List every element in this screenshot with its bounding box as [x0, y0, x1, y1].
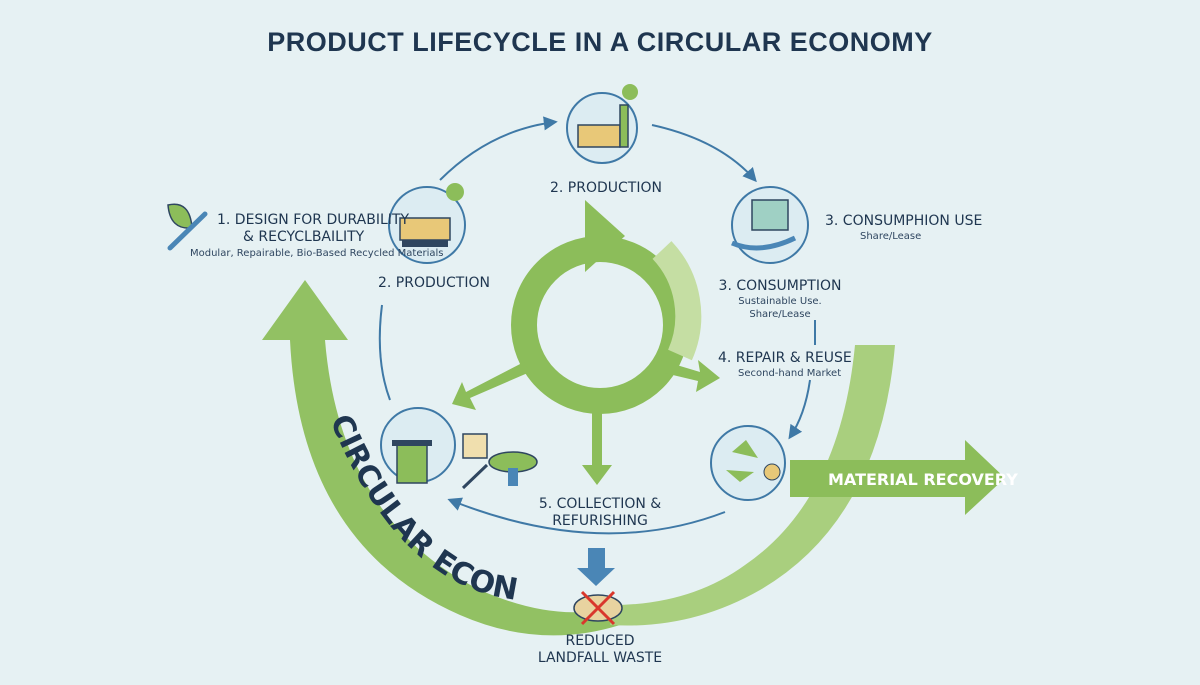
collection-label-line2: REFURISHING — [552, 513, 648, 529]
cycle-arrow-repair-to-recycle — [788, 379, 811, 440]
consumption-label: 3. CONSUMPTION — [718, 278, 842, 294]
cycle-arrow-design-to-production — [439, 116, 558, 181]
page-title: PRODUCT LIFECYCLE IN A CIRCULAR ECONOMY — [267, 27, 933, 57]
repair-sub: Second-hand Market — [738, 368, 842, 379]
repair-label: 4. REPAIR & REUSE — [718, 350, 852, 366]
trash-bin-icon — [380, 407, 456, 484]
landfill-label-line2: LANDFALL WASTE — [537, 650, 663, 666]
spoke-left — [452, 362, 530, 410]
collection-label-line1: 5. COLLECTION & — [538, 496, 662, 512]
leaf-wrench-icon — [167, 203, 208, 251]
circular-economy-curved-text: CIRCULAR ECONOMY — [0, 0, 521, 608]
center-ring-top-arrowhead — [585, 200, 625, 272]
production-left-label: 2. PRODUCTION — [378, 275, 490, 291]
material-recovery-label: MATERIAL RECOVERY — [828, 470, 1018, 489]
hand-box-icon — [731, 186, 809, 264]
consumption-top-label: 3. CONSUMPHION USE — [825, 213, 983, 229]
landfill-arrow — [577, 548, 615, 586]
landfill-label-line1: REDUCED — [565, 633, 635, 649]
crossed-out-waste-icon — [573, 590, 623, 626]
consumption-top-sub: Share/Lease — [860, 231, 922, 242]
design-label-line2: & RECYCLBAILITY — [243, 229, 365, 245]
consumption-sub-line2: Share/Lease — [749, 309, 811, 320]
center-ring-light-segment — [652, 241, 702, 361]
circular-economy-arc — [262, 280, 620, 636]
consumption-sub-line1: Sustainable Use. — [738, 296, 822, 307]
spoke-right — [656, 360, 720, 392]
cycle-arrow-recycle-to-collection — [447, 497, 726, 535]
design-label-line1: 1. DESIGN FOR DURABILITY — [217, 212, 410, 228]
production-top-label: 2. PRODUCTION — [550, 180, 662, 196]
center-ring — [511, 236, 689, 414]
factory-icon — [566, 84, 638, 164]
cycle-line-left — [378, 304, 391, 401]
cycle-arrow-production-to-consumption — [651, 124, 757, 183]
recycle-worker-icon — [710, 425, 786, 501]
material-recovery-arrow — [790, 440, 1005, 515]
design-sub: Modular, Repairable, Bio-Based Recycled … — [190, 248, 444, 259]
spoke-down — [582, 405, 612, 485]
repair-tools-icon — [461, 433, 538, 490]
factory-icon-left — [388, 183, 466, 264]
